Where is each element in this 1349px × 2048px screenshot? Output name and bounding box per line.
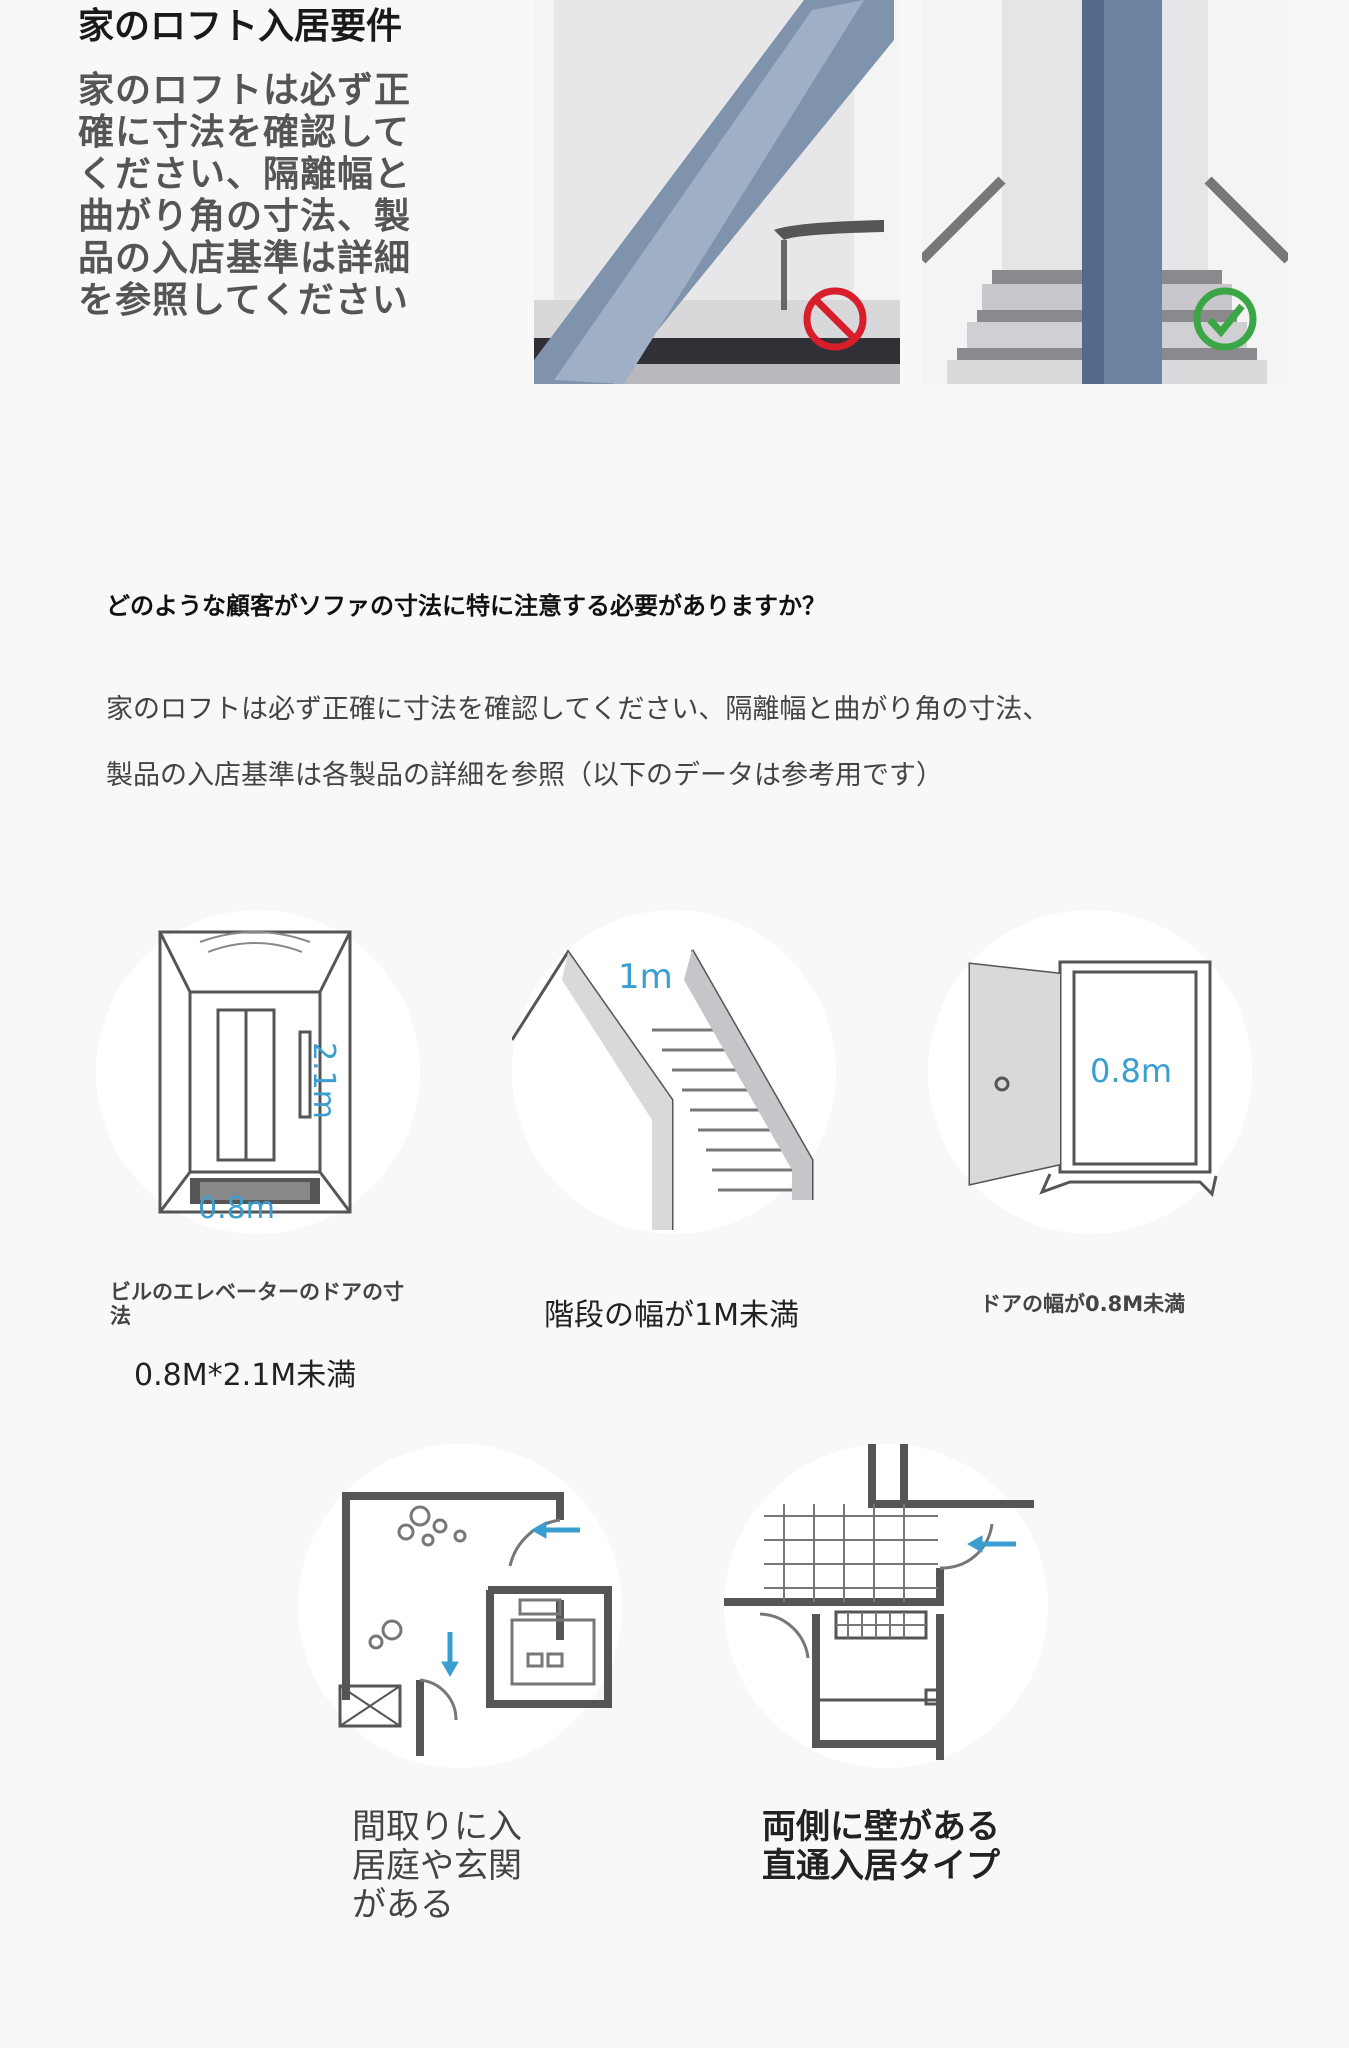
top-title: 家のロフト入居要件 — [78, 6, 403, 47]
elevator-width-label: 0.8m — [198, 1191, 275, 1222]
floorplan-straight-caption: 両側に壁がある直通入居タイプ — [762, 1807, 1000, 1886]
section-description-line2: 製品の入店基準は各製品の詳細を参照（以下のデータは参考用です） — [106, 760, 943, 791]
floorplan-courtyard-caption: 間取りに入居庭や玄関がある — [352, 1807, 522, 1925]
door-illustration: 0.8m — [968, 960, 1218, 1197]
section-question: どのような顧客がソファの寸法に特に注意する必要がありますか？ — [106, 592, 826, 620]
top-body-text: 家のロフトは必ず正確に寸法を確認してください、隔離幅と曲がり角の寸法、製品の入店… — [78, 70, 412, 321]
stair-not-allowed-illustration — [534, 0, 900, 384]
section-description-line1: 家のロフトは必ず正確に寸法を確認してください、隔離幅と曲がり角の寸法、 — [106, 694, 1050, 725]
prohibited-icon — [803, 287, 867, 351]
stair-allowed-illustration — [922, 0, 1288, 384]
stairs-caption: 階段の幅が1M未満 — [544, 1298, 799, 1333]
door-caption: ドアの幅が0.8M未満 — [980, 1292, 1186, 1316]
stairs-width-label: 1m — [618, 957, 673, 997]
floorplan-courtyard-illustration — [338, 1492, 612, 1756]
door-width-label: 0.8m — [1090, 1052, 1172, 1090]
check-icon — [1193, 287, 1257, 351]
elevator-illustration: 0.8m 2.1m — [158, 930, 352, 1222]
elevator-caption: ビルのエレベーターのドアの寸法 — [110, 1280, 404, 1328]
elevator-height-label: 2.1m — [306, 1042, 341, 1119]
stairs-illustration: 1m — [512, 949, 814, 1230]
floorplan-straight-illustration — [724, 1444, 1034, 1760]
elevator-size-value: 0.8M*2.1M未満 — [134, 1358, 357, 1393]
